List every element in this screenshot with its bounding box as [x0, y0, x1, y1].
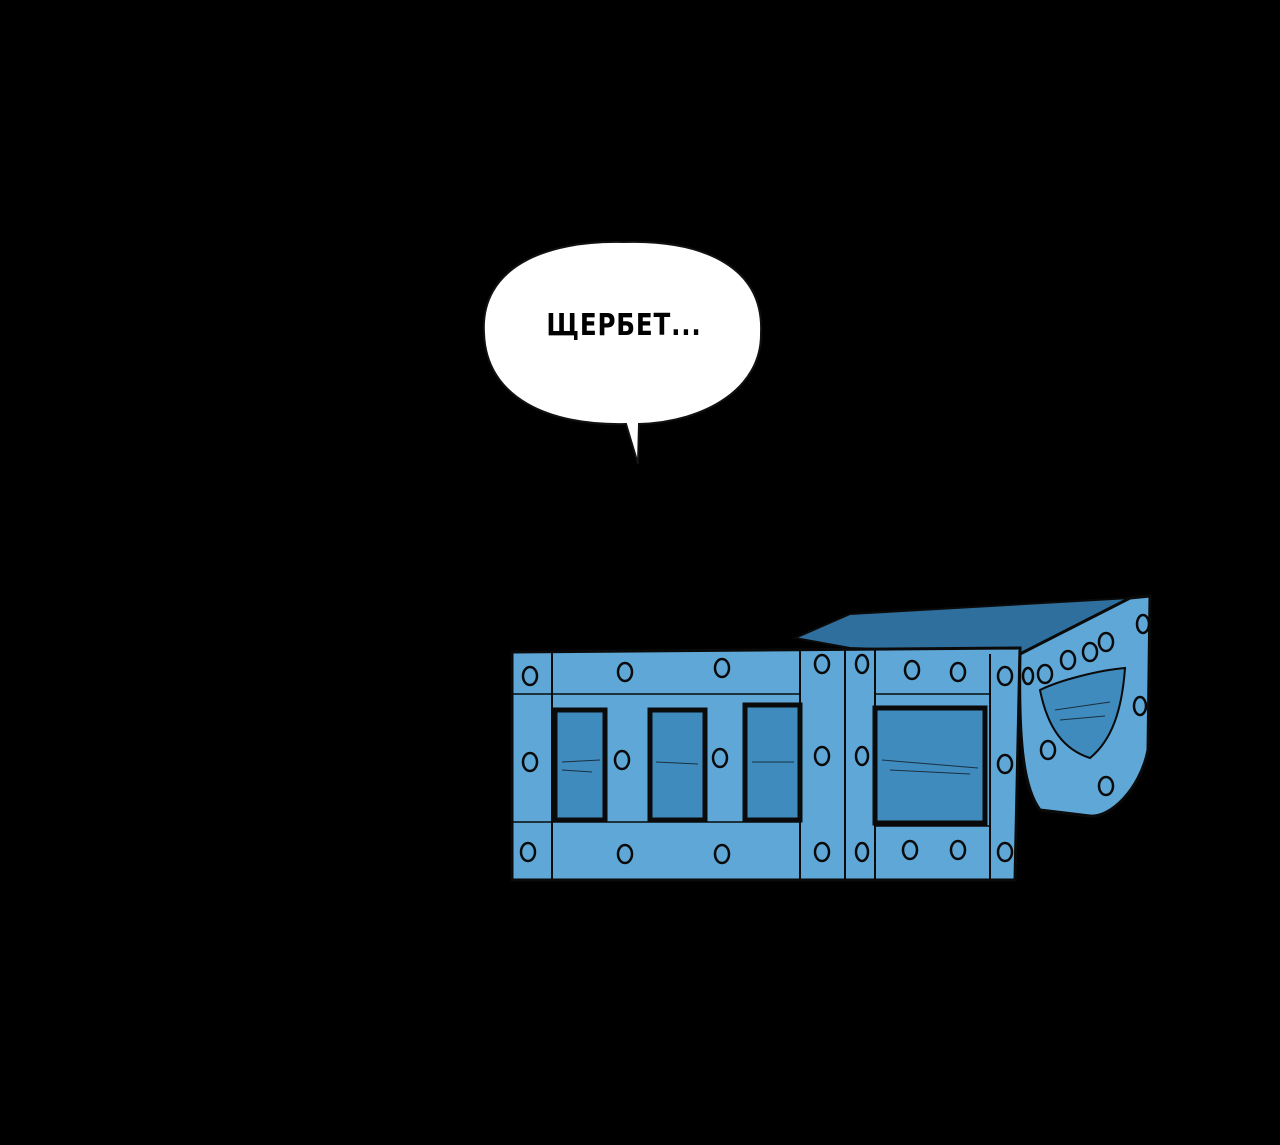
speech-bubble-shape [482, 240, 763, 465]
speech-bubble: ЩЕРБЕТ... [474, 238, 763, 465]
speech-bubble-text: ЩЕРБЕТ... [546, 308, 702, 343]
open-metal-chest-icon [500, 590, 1170, 890]
